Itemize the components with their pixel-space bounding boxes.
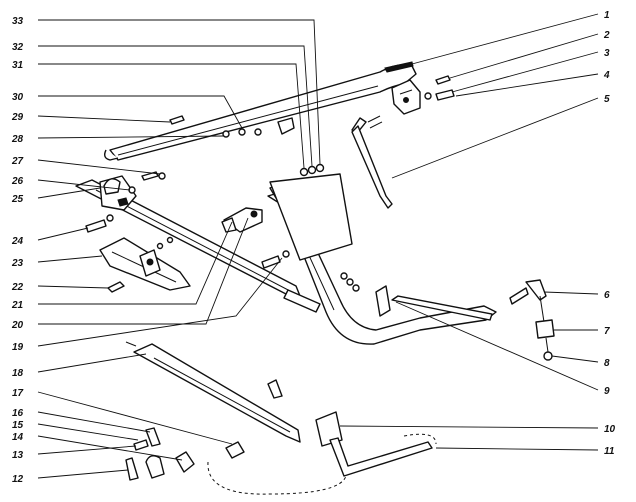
callouts-right: 1 2 3 4 5 6 7 8 9 10 11 [603, 10, 616, 457]
washers-top [299, 163, 325, 177]
callout-14: 14 [12, 432, 24, 443]
callout-31: 31 [12, 60, 24, 71]
callout-16: 16 [12, 408, 24, 419]
callout-18: 18 [12, 368, 24, 379]
diagonal-links [75, 179, 321, 313]
base-rod [207, 411, 437, 495]
bottom-left-parts [125, 427, 245, 481]
callout-1: 1 [604, 10, 610, 21]
blade-arm [125, 341, 301, 443]
callout-12: 12 [12, 474, 24, 485]
callout-29: 29 [11, 112, 24, 123]
right-link [391, 279, 547, 321]
callout-7: 7 [604, 326, 610, 337]
callout-22: 22 [11, 282, 24, 293]
frame-nuts [340, 272, 360, 292]
callout-32: 32 [12, 42, 24, 53]
callout-3: 3 [604, 48, 610, 59]
leader-lines [37, 13, 599, 479]
rail-clip [277, 117, 295, 135]
callout-10: 10 [604, 424, 616, 435]
small-fasteners-left [141, 115, 262, 181]
callout-21: 21 [11, 300, 24, 311]
callout-6: 6 [604, 290, 610, 301]
bolt-19 [261, 250, 290, 269]
callout-11: 11 [604, 446, 615, 457]
pivot-bracket [99, 175, 137, 211]
callout-26: 26 [11, 176, 24, 187]
callout-4: 4 [603, 70, 610, 81]
control-rod [351, 115, 393, 209]
callout-33: 33 [12, 16, 24, 27]
bolt-22 [107, 281, 125, 293]
callout-2: 2 [603, 30, 610, 41]
callout-5: 5 [604, 94, 610, 105]
callout-9: 9 [604, 386, 610, 397]
mounting-plate [269, 173, 353, 261]
callout-15: 15 [12, 420, 24, 431]
clamp-assembly [221, 207, 263, 233]
callout-23: 23 [11, 258, 24, 269]
chain-and-hook [535, 295, 555, 361]
callout-13: 13 [12, 450, 24, 461]
shoe-bracket [99, 236, 191, 291]
callout-27: 27 [11, 156, 24, 167]
frame-lug [375, 285, 391, 317]
callouts-left: 33 32 31 30 29 28 27 26 25 24 23 22 21 2… [11, 16, 24, 485]
bolt-24 [85, 214, 114, 233]
upper-rail [103, 61, 417, 161]
callout-8: 8 [604, 358, 610, 369]
bolts-top-right [424, 75, 455, 101]
callout-30: 30 [12, 92, 24, 103]
callout-17: 17 [12, 388, 24, 399]
hinge-bracket [391, 79, 421, 115]
callout-20: 20 [11, 320, 24, 331]
callout-19: 19 [12, 342, 24, 353]
callout-25: 25 [11, 194, 24, 205]
callout-28: 28 [11, 134, 24, 145]
callout-24: 24 [11, 236, 24, 247]
